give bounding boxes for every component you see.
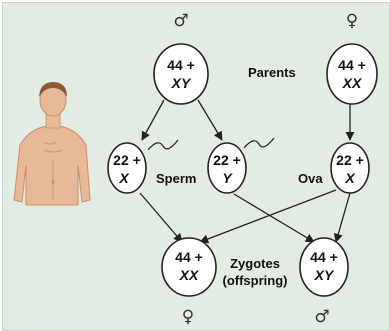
label-parents: Parents (248, 65, 296, 80)
arrow-ovum-to-male-zygote (333, 192, 351, 243)
svg-text:XX: XX (179, 267, 200, 283)
male-offspring-symbol-icon: ♂ (314, 307, 329, 327)
svg-text:22 +: 22 + (213, 152, 241, 168)
label-ova: Ova (298, 171, 323, 186)
cell-father: 44 + XY (153, 43, 209, 105)
arrow-sperm-x-to-female-zygote (139, 192, 183, 243)
svg-text:XX: XX (342, 75, 363, 91)
arrow-father-to-sperm-y (197, 99, 223, 141)
svg-text:22 +: 22 + (113, 152, 141, 168)
sperm-tail-y (243, 137, 275, 149)
svg-text:X: X (118, 170, 130, 186)
svg-text:44 +: 44 + (338, 57, 366, 73)
svg-text:Y: Y (222, 170, 233, 186)
svg-text:XY: XY (171, 75, 192, 91)
cell-sperm-y: 22 + Y (207, 142, 247, 194)
female-offspring-symbol-icon: ♀ (182, 307, 194, 327)
label-offspring: (offspring) (223, 273, 288, 288)
cell-mother: 44 + XX (326, 43, 378, 105)
cell-zygote-male: 44 + XY (299, 237, 349, 297)
inheritance-arrows (139, 99, 355, 244)
cell-ovum-x: 22 + X (330, 142, 370, 194)
sperm-tail-x (147, 139, 179, 151)
svg-text:X: X (344, 170, 356, 186)
male-symbol-icon: ♂ (173, 11, 188, 31)
label-zygotes: Zygotes (230, 256, 280, 271)
cell-sperm-x: 22 + X (107, 142, 147, 194)
female-symbol-icon: ♀ (346, 11, 358, 31)
svg-text:22 +: 22 + (336, 152, 364, 168)
svg-text:44 +: 44 + (167, 57, 195, 73)
svg-text:44 +: 44 + (310, 249, 338, 265)
human-figure-illustration (13, 82, 91, 206)
arrow-father-to-sperm-x (141, 99, 165, 141)
cell-zygote-female: 44 + XX (161, 237, 217, 297)
label-sperm: Sperm (156, 171, 196, 186)
svg-text:44 +: 44 + (175, 249, 203, 265)
arrow-ovum-to-female-zygote (199, 189, 337, 244)
arrow-sperm-y-to-male-zygote (233, 193, 315, 243)
svg-text:XY: XY (314, 267, 335, 283)
